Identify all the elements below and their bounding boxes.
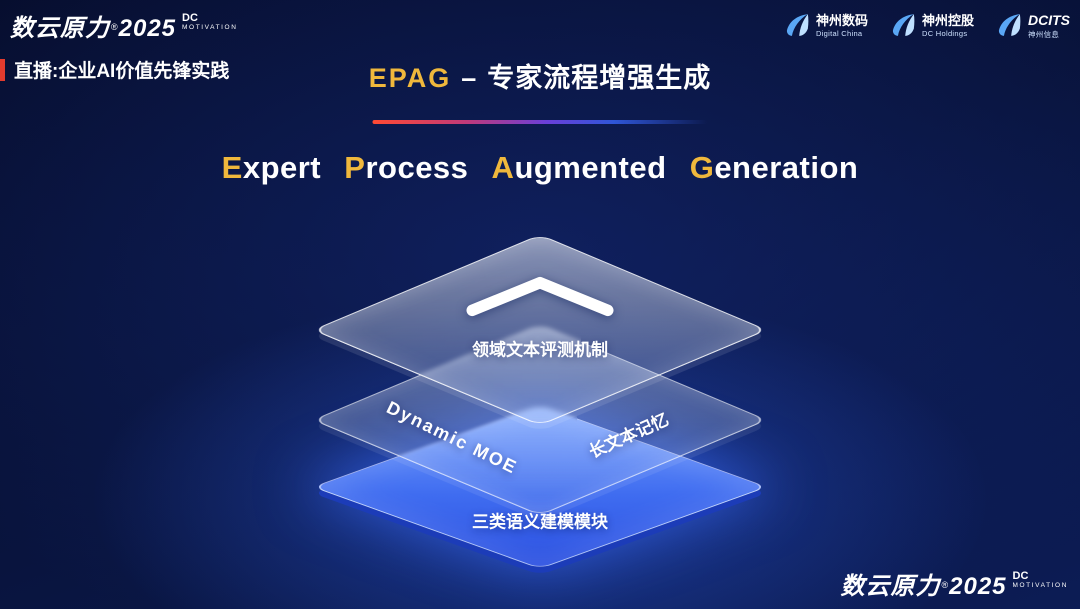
partner-logos: 神州数码 Digital China 神州控股 DC Holdings DCIT…	[784, 12, 1070, 39]
logo-name: DCITS	[1028, 12, 1070, 28]
logo-subtitle: 神州信息	[1028, 29, 1060, 39]
registered-mark: ®	[111, 21, 118, 32]
brand-subtitle: DC MOTIVATION	[1012, 570, 1068, 590]
live-label: 直播:企业AI价值先锋实践	[0, 56, 229, 83]
logo-dc-holdings: 神州控股 DC Holdings	[890, 12, 974, 38]
gradient-divider	[372, 120, 708, 124]
logo-dcits: DCITS 神州信息	[996, 12, 1070, 39]
swoosh-icon	[998, 14, 1021, 37]
logo-digital-china: 神州数码 Digital China	[784, 12, 868, 38]
page-title-en: Expert Process Augmented Generation	[221, 150, 859, 185]
swoosh-icon	[892, 14, 915, 37]
brand-subtitle: DC MOTIVATION	[182, 12, 238, 32]
brand-logo-bottom: 数云原力®2025 DC MOTIVATION	[840, 566, 1068, 601]
brand-name: 数云原力®2025	[10, 15, 177, 42]
chevron-up-icon	[466, 276, 614, 317]
label-domain-evaluation: 领域文本评测机制	[472, 340, 608, 360]
title-cn-text: 专家流程增强生成	[487, 63, 712, 93]
page-title-cn: EPAG–专家流程增强生成	[0, 56, 1080, 95]
live-label-text: 直播:企业AI价值先锋实践	[14, 61, 230, 82]
brand-name: 数云原力®2025	[840, 573, 1007, 600]
logo-name: 神州数码	[815, 12, 868, 28]
title-dash: –	[461, 63, 478, 93]
logo-subtitle: Digital China	[815, 28, 863, 38]
registered-mark: ®	[941, 579, 949, 590]
red-accent-bar	[0, 58, 5, 81]
title-epag: EPAG	[368, 63, 452, 93]
logo-name: 神州控股	[921, 12, 974, 28]
logo-subtitle: DC Holdings	[921, 28, 968, 38]
swoosh-icon	[786, 14, 809, 37]
label-semantic-modeling: 三类语义建模模块	[472, 512, 608, 532]
brand-logo-top: 数云原力®2025 DC MOTIVATION	[10, 8, 238, 43]
